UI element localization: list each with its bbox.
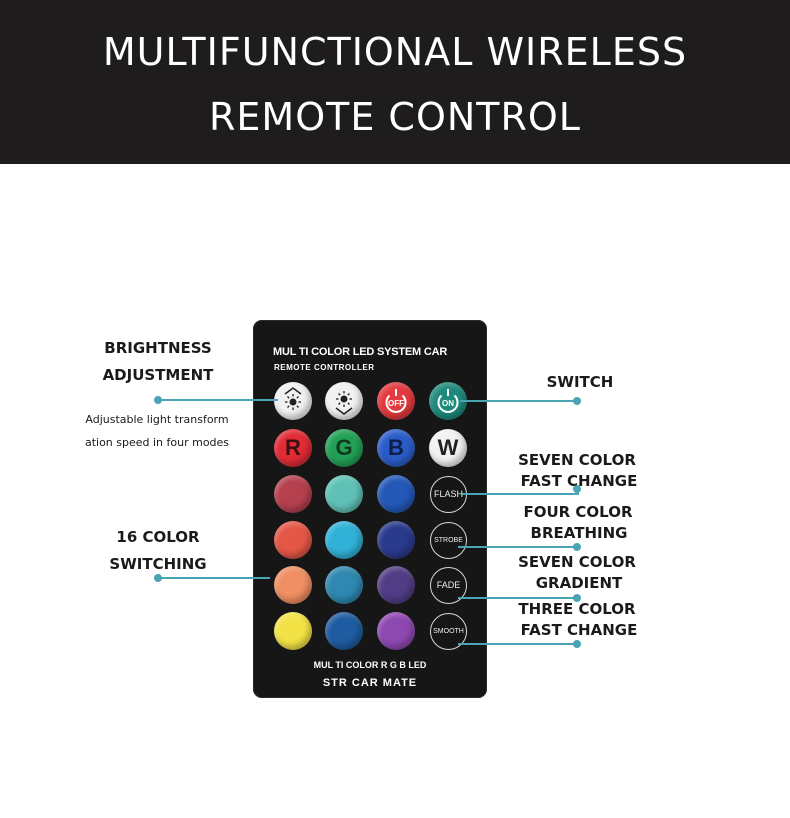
seven-gradient-label-line-1: SEVEN COLOR [518, 553, 636, 571]
brightness-callout-line [158, 399, 278, 401]
header-title-line-1: MULTIFUNCTIONAL WIRELESS [102, 30, 688, 74]
red-button[interactable]: R [274, 429, 312, 467]
switching-callout-line [158, 577, 270, 579]
color-button-royal-blue[interactable] [377, 475, 415, 513]
switch-callout-line [460, 400, 578, 402]
color-button-steel-blue[interactable] [325, 612, 363, 650]
brightness-up-icon [284, 387, 302, 410]
strobe-label: STROBE [434, 537, 463, 544]
brightness-down-icon [335, 391, 353, 415]
remote-footer-brand: STR CAR MATE [322, 677, 418, 689]
smooth-callout-dot [573, 640, 581, 648]
flash-button[interactable]: FLASH [430, 476, 467, 513]
blue-letter: B [388, 435, 404, 460]
brightness-label-line-1: BRIGHTNESS [104, 339, 212, 357]
switching-label-line-2: SWITCHING [109, 555, 207, 573]
power-off-icon [385, 389, 407, 413]
color-button-sky[interactable] [325, 521, 363, 559]
fade-callout-line [458, 597, 578, 599]
switch-label: SWITCH [546, 373, 614, 391]
color-button-yellow[interactable] [274, 612, 312, 650]
smooth-callout-line [458, 643, 578, 645]
white-button[interactable]: W [429, 429, 467, 467]
seven-gradient-label-line-2: GRADIENT [535, 574, 623, 592]
off-label: OFF [388, 399, 404, 408]
remote-control: MUL TI COLOR LED SYSTEM CAR REMOTE CONTR… [253, 320, 487, 698]
blue-button[interactable]: B [377, 429, 415, 467]
white-letter: W [437, 435, 459, 460]
color-button-navy[interactable] [377, 521, 415, 559]
four-breathing-label-line-2: BREATHING [530, 524, 628, 542]
flash-callout-dot [573, 485, 581, 493]
green-button[interactable]: G [325, 429, 363, 467]
fade-callout-dot [573, 594, 581, 602]
smooth-label: SMOOTH [433, 628, 464, 635]
color-button-indigo[interactable] [377, 566, 415, 604]
off-button[interactable]: OFF [377, 382, 415, 420]
remote-footer-line-1: MUL TI COLOR R G B LED [313, 660, 427, 670]
strobe-button[interactable]: STROBE [430, 522, 467, 559]
fade-label: FADE [436, 580, 461, 590]
color-button-aqua[interactable] [325, 475, 363, 513]
three-fast-label-line-1: THREE COLOR [518, 600, 636, 618]
header-title-line-2: REMOTE CONTROL [209, 95, 581, 139]
remote-subtitle: REMOTE CONTROLLER [274, 363, 375, 372]
color-button-crimson[interactable] [274, 475, 312, 513]
green-letter: G [335, 435, 353, 460]
brightness-note-line-1: Adjustable light transform [85, 413, 229, 426]
three-fast-label-line-2: FAST CHANGE [520, 621, 638, 639]
power-on-icon [437, 389, 459, 413]
brightness-down-button[interactable] [325, 382, 363, 420]
seven-fast-label-line-1: SEVEN COLOR [518, 451, 636, 469]
brightness-label-line-2: ADJUSTMENT [102, 366, 214, 384]
red-letter: R [285, 435, 301, 460]
flash-label: FLASH [433, 489, 463, 499]
header-banner: MULTIFUNCTIONAL WIRELESS REMOTE CONTROL [0, 0, 790, 164]
color-button-teal-blue[interactable] [325, 566, 363, 604]
strobe-callout-line [458, 546, 578, 548]
remote-title: MUL TI COLOR LED SYSTEM CAR [273, 346, 448, 358]
switching-label-line-1: 16 COLOR [116, 528, 200, 546]
flash-callout-line [462, 493, 578, 495]
brightness-up-button[interactable] [274, 382, 312, 420]
switch-callout-dot [573, 397, 581, 405]
color-button-coral[interactable] [274, 521, 312, 559]
brightness-note-line-2: ation speed in four modes [84, 436, 230, 449]
on-label: ON [442, 399, 454, 408]
strobe-callout-dot [573, 543, 581, 551]
seven-fast-label-line-2: FAST CHANGE [520, 472, 638, 490]
color-button-purple[interactable] [377, 612, 415, 650]
color-button-peach[interactable] [274, 566, 312, 604]
four-breathing-label-line-1: FOUR COLOR [523, 503, 633, 521]
